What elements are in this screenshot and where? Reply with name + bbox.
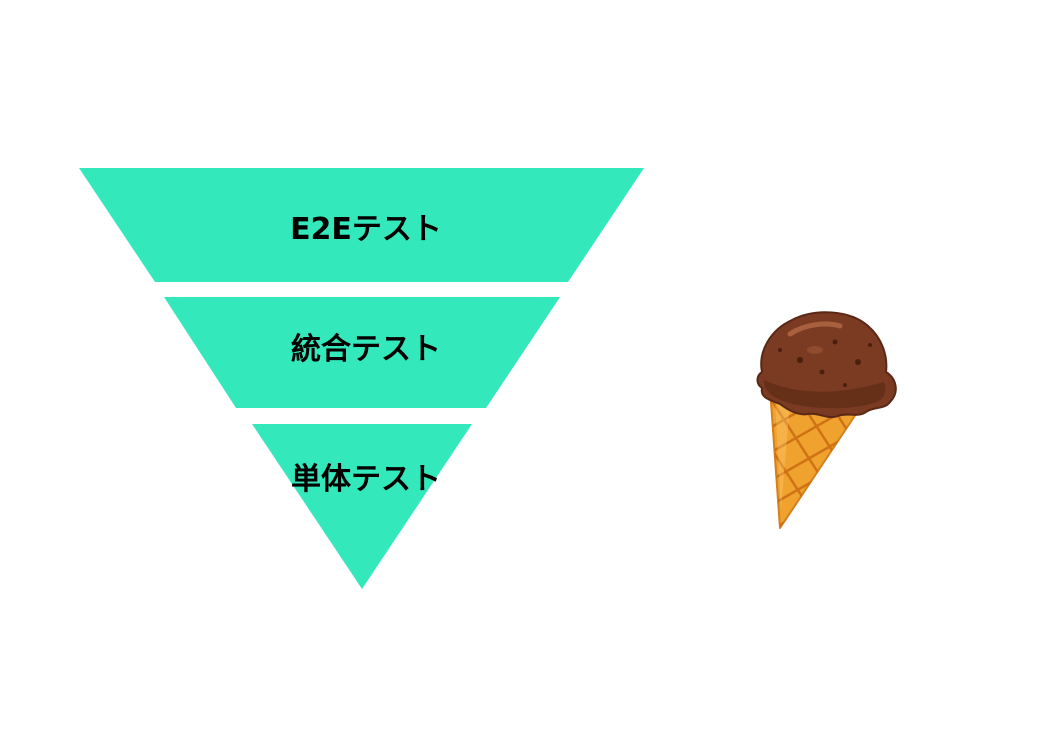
tier-e2e-label: E2Eテスト [290, 212, 442, 247]
tier-integration-shape [164, 297, 560, 408]
chocolate-scoop-icon [756, 311, 897, 419]
tier-e2e: E2Eテスト [79, 168, 644, 282]
tier-unit: 単体テスト [252, 424, 472, 589]
tier-integration: 統合テスト [164, 297, 560, 408]
inverted-test-pyramid: E2Eテスト 統合テスト 単体テスト [79, 168, 644, 589]
tier-e2e-shape [79, 168, 644, 282]
tier-unit-label: 単体テスト [291, 462, 441, 497]
tier-integration-label: 統合テスト [291, 332, 441, 367]
ice-cream-cone-illustration [756, 311, 897, 529]
tier-unit-shape [252, 424, 472, 589]
